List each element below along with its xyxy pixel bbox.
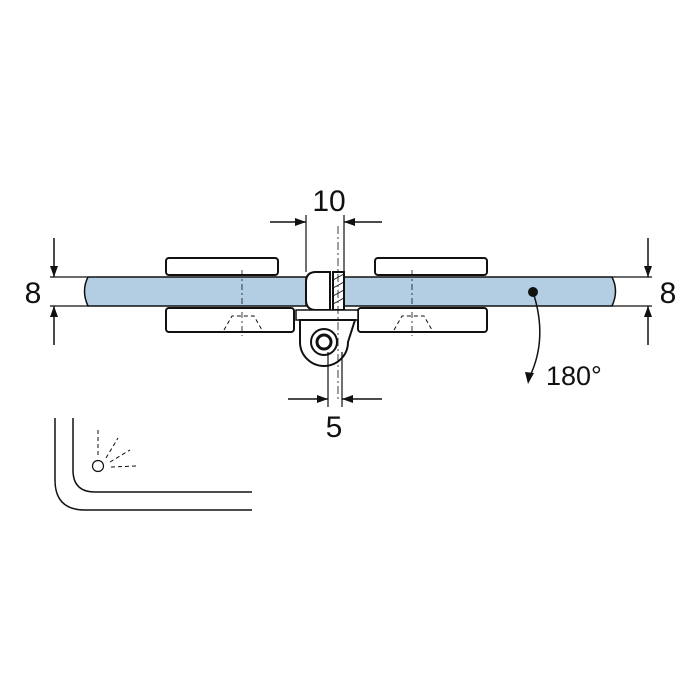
rotation-indicator: 180°	[525, 287, 602, 391]
dimension-pin-label: 5	[326, 411, 343, 444]
bottom-clamp-plates	[165, 270, 488, 336]
pivot-inner-ring	[315, 333, 333, 351]
rotation-angle-label: 180°	[546, 361, 602, 391]
dimension-gap: 10	[270, 185, 382, 272]
dimension-thickness-left-label: 8	[25, 277, 42, 310]
bottom-plate-right	[357, 307, 488, 333]
bottom-plate-left	[165, 307, 295, 333]
hinge-body	[295, 226, 359, 400]
light-corner-icon	[54, 418, 252, 511]
glass-panel-right	[343, 276, 617, 307]
dimension-gap-label: 10	[312, 185, 345, 218]
top-clamp-plates	[165, 257, 488, 276]
top-plate-left	[165, 257, 279, 276]
dimension-thickness-right: 8	[644, 238, 676, 345]
glass-panels	[50, 276, 652, 307]
glass-panel-left	[83, 276, 307, 307]
top-plate-right	[374, 257, 488, 276]
dimension-pin: 5	[288, 352, 382, 444]
dimension-thickness-left: 8	[25, 238, 58, 345]
dimension-thickness-right-label: 8	[660, 277, 677, 310]
